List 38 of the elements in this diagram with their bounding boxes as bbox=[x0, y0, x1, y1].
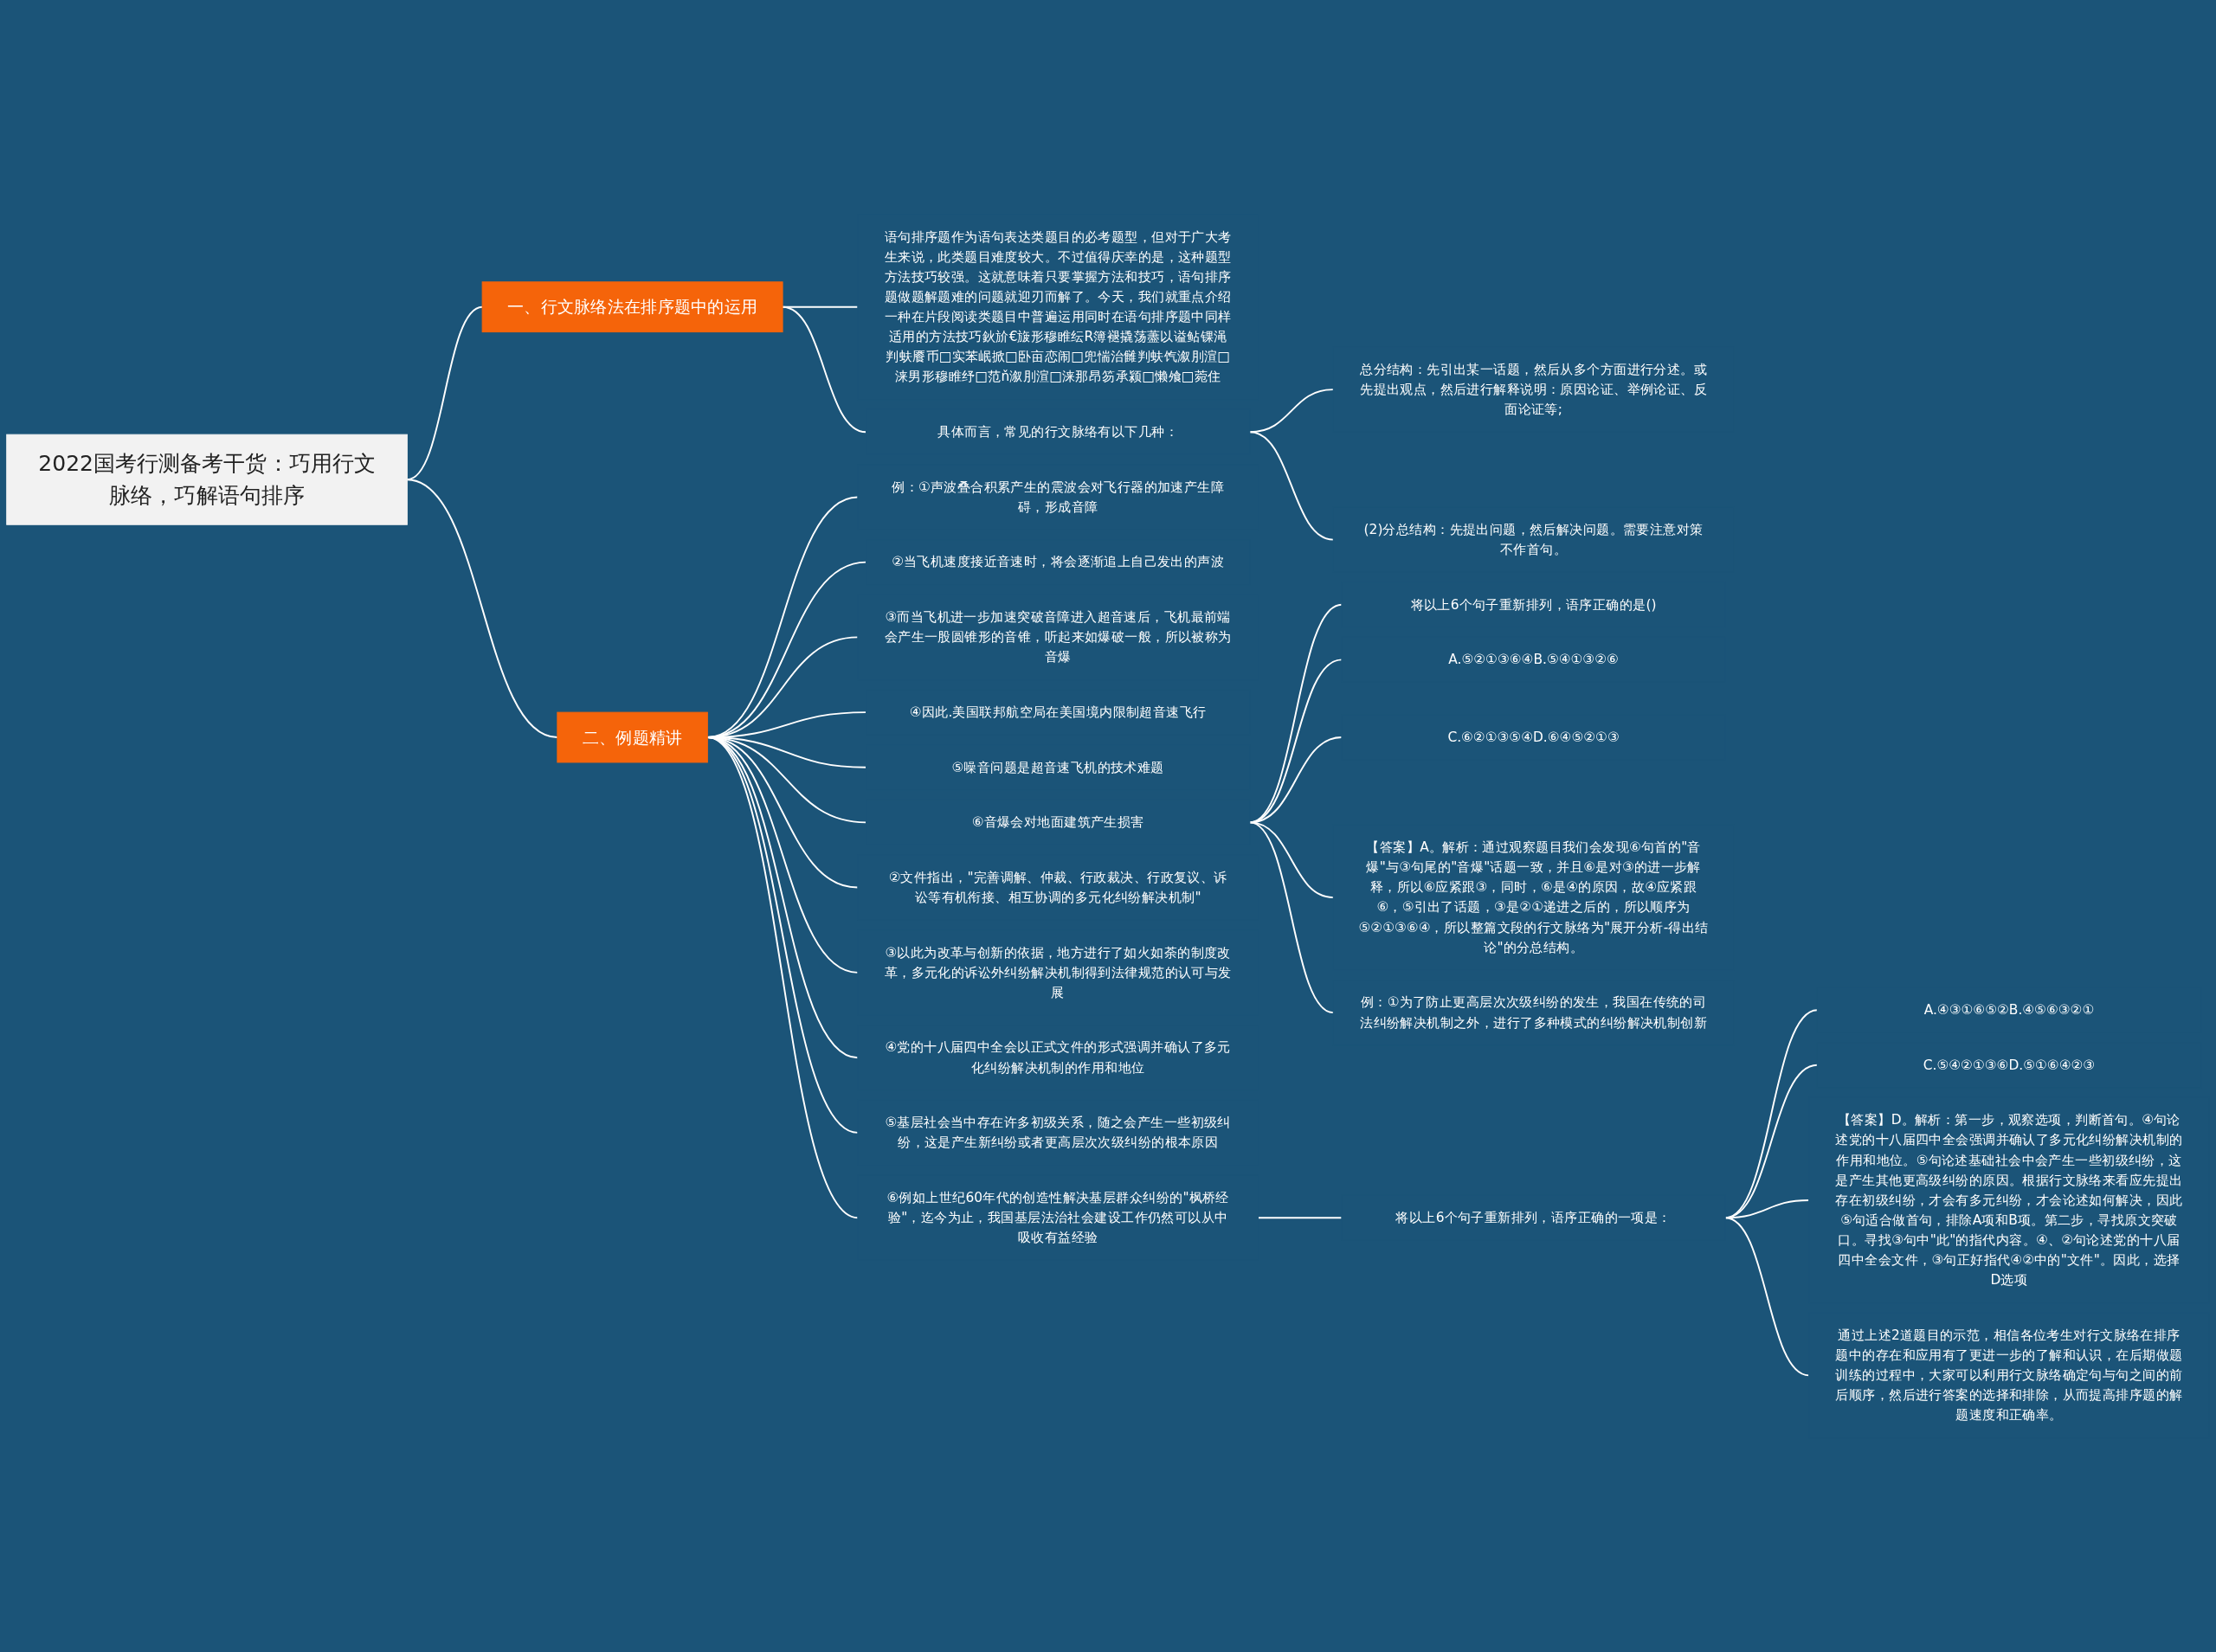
connector bbox=[1248, 736, 1343, 824]
node-text: ⑥例如上世纪60年代的创造性解决基层群众纠纷的"枫桥经验"，迄今为止，我国基层法治社会建设工作仍然可以从中吸收有益经验 bbox=[886, 1189, 1229, 1245]
node-text: A.④③①⑥⑤②B.④⑤⑥③②① bbox=[1923, 1001, 2095, 1018]
node-text: 具体而言，常见的行文脉络有以下几种： bbox=[937, 423, 1178, 440]
node-text: C.⑤④②①③⑥D.⑤①⑥④②③ bbox=[1923, 1057, 2096, 1073]
connector bbox=[1724, 1217, 1810, 1377]
node-text: ⑤基层社会当中存在许多初级关系，随之会产生一些初级纠纷，这是产生新纠纷或者更高层次次级纠纷的根本原因 bbox=[885, 1114, 1231, 1150]
connector bbox=[1248, 603, 1343, 824]
node-text: 【答案】A。解析：通过观察题目我们会发现⑥句首的"音爆"与③句尾的"音爆"话题一致，并且⑥是对③的进一步解释，所以⑥应紧跟③，同时，⑥是④的原因，故④应紧跟⑥，⑤引出了话题，③是②①递进之后的，所以顺序为⑤②①③⑥④，所以整篇文段的行文脉络为"展开分析-得出结论"的分总结构。 bbox=[1358, 839, 1709, 955]
node-text: 【答案】D。解析：第一步，观察选项，判断首句。④句论述党的十八届四中全会强调并确认了多元化纠纷解决机制的作用和地位。⑤句论述基础社会中会产生一些初级纠纷，这是产生其他更高级纠纷的原因。根据行文脉络来看应先提出存在初级纠纷，才会有多元纠纷，才会论述如何解决，因此⑤句适合做首句，排除A项和B项。第二步，寻找原文突破口。寻找③句中"此"的指代内容。④、②句论述党的十八届四中全会文件，③句正好指代④②中的"文件"。因此，选择D选项 bbox=[1835, 1111, 2183, 1288]
node-text: ⑥音爆会对地面建筑产生损害 bbox=[971, 813, 1144, 830]
node-text: ③而当飞机进一步加速突破音障进入超音速后，飞机最前端会产生一股圆锥形的音锥，听起来如爆破一般，所以被称为音爆 bbox=[884, 608, 1232, 665]
node-box: 二、例题精讲 bbox=[557, 711, 708, 763]
node-text: 通过上述2道题目的示范，相信各位考生对行文脉络在排序题中的存在和应用有了更进一步的了解和认识，在后期做题训练的过程中，大家可以利用行文脉络确定句与句之间的前后顺序，然后进行答案的选择和排除，从而提高排序题的解题速度和正确率。 bbox=[1835, 1327, 2183, 1424]
connector bbox=[1248, 821, 1335, 1013]
connector bbox=[782, 305, 867, 434]
node-text: ⑤噪音问题是超音速飞机的技术难题 bbox=[951, 758, 1164, 775]
connector bbox=[706, 736, 859, 1218]
node-box: 2022国考行测备考干货：巧用行文脉络，巧解语句排序 bbox=[6, 434, 408, 525]
node-text: ④因此.美国联邦航空局在美国境内限制超音速飞行 bbox=[909, 704, 1207, 720]
node-text: (2)分总结构：先提出问题，然后解决问题。需要注意对策不作首句。 bbox=[1363, 521, 1704, 557]
node-text: A.⑤②①③⑥④B.⑤④①③②⑥ bbox=[1448, 651, 1619, 667]
connector bbox=[1248, 431, 1335, 541]
node-text: ③以此为改革与创新的依据，地方进行了如火如荼的制度改革，多元化的诉讼外纠纷解决机制得到法律规范的认可与发展 bbox=[884, 943, 1232, 1000]
node-text: C.⑥②①③⑤④D.⑥④⑤②①③ bbox=[1447, 729, 1620, 745]
node-text: 将以上6个句子重新排列，语序正确的是() bbox=[1410, 595, 1657, 613]
node-text: ②文件指出，"完善调解、仲裁、行政裁决、行政复议、诉讼等有机衔接、相互协调的多元化纠纷解决机制" bbox=[888, 869, 1227, 905]
node-text: ②当飞机速度接近音速时，将会逐渐追上自己发出的声波 bbox=[892, 553, 1225, 570]
node-text: ④党的十八届四中全会以正式文件的形式强调并确认了多元化纠纷解决机制的作用和地位 bbox=[885, 1038, 1231, 1076]
connector bbox=[1257, 1217, 1343, 1218]
connector bbox=[1248, 659, 1343, 824]
node-text: 总分结构：先引出某一话题，然后从多个方面进行分述。或先提出观点，然后进行解释说明：原因论证、举例论证、反面论证等; bbox=[1360, 361, 1708, 417]
node-text: 例：①为了防止更高层次次级纠纷的发生，我国在传统的司法纠纷解决机制之外，进行了多种模式的纠纷解决机制创新 bbox=[1360, 993, 1708, 1031]
node-text: 语句排序题作为语句表达类题目的必考题型，但对于广大考生来说，此类题目难度较大。不过值得庆幸的是，这种题型方法技巧较强。这就意味着只要掌握方法和技巧，语句排序题做题解题难的问题就迎刃而解了。今天，我们就重点介绍一种在片段阅读类题目中普遍运用同时在语句排序题中同样适用的方法技巧鈥斺€旇形穆睢纭R簿褪撬荡藎以谥鲇锞渑判蚨餍币□实苯岷掀□卧亩恋闹□兜惴治雠判蚨饩溆刖渲□涞男形穆睢纾□范ň溆刖渲□涞那昂笏承颍□懒飧□菀住 bbox=[884, 228, 1232, 385]
node-box: 一、行文脉络法在排序题中的运用 bbox=[481, 281, 783, 332]
node-text: 将以上6个句子重新排列，语序正确的一项是： bbox=[1395, 1209, 1672, 1225]
connector bbox=[406, 479, 558, 738]
node-text: 例：①声波叠合积累产生的震波会对飞行器的加速产生障碍，形成音障 bbox=[892, 479, 1225, 515]
